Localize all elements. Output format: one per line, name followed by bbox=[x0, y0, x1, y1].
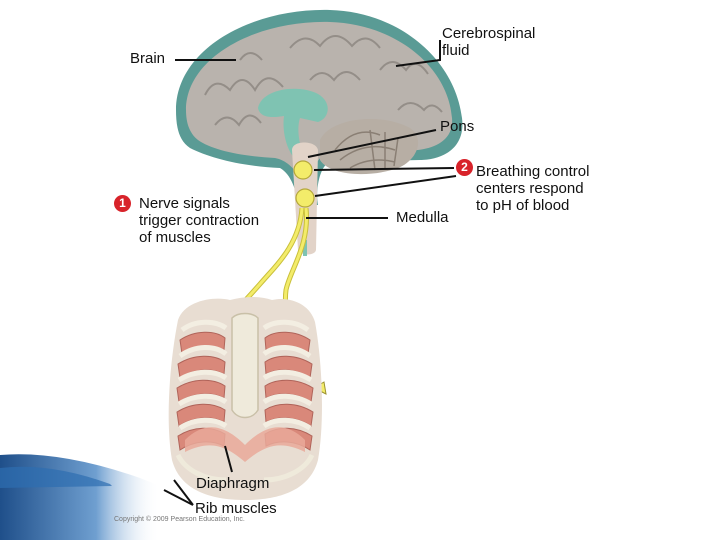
label-brain: Brain bbox=[130, 50, 166, 67]
label-medulla: Medulla bbox=[396, 209, 449, 226]
step-1-text: Nerve signals trigger contraction of mus… bbox=[139, 195, 260, 246]
label-cerebrospinal-fluid: Cerebrospinal fluid bbox=[442, 25, 536, 59]
brain-illustration bbox=[176, 9, 463, 256]
copyright-notice: Copyright © 2009 Pearson Education, Inc. bbox=[114, 516, 245, 523]
step-2-text: Breathing control centers respond to pH … bbox=[476, 163, 590, 214]
label-leader-lines bbox=[163, 40, 457, 506]
label-rib-muscles: Rib muscles bbox=[195, 500, 277, 517]
label-pons: Pons bbox=[440, 118, 475, 135]
step-2-badge: 2 bbox=[456, 159, 473, 176]
step-1-badge: 1 bbox=[114, 195, 131, 212]
ribcage-illustration bbox=[168, 297, 322, 500]
label-diaphragm: Diaphragm bbox=[196, 475, 270, 492]
decorative-blue-wave bbox=[0, 454, 160, 540]
